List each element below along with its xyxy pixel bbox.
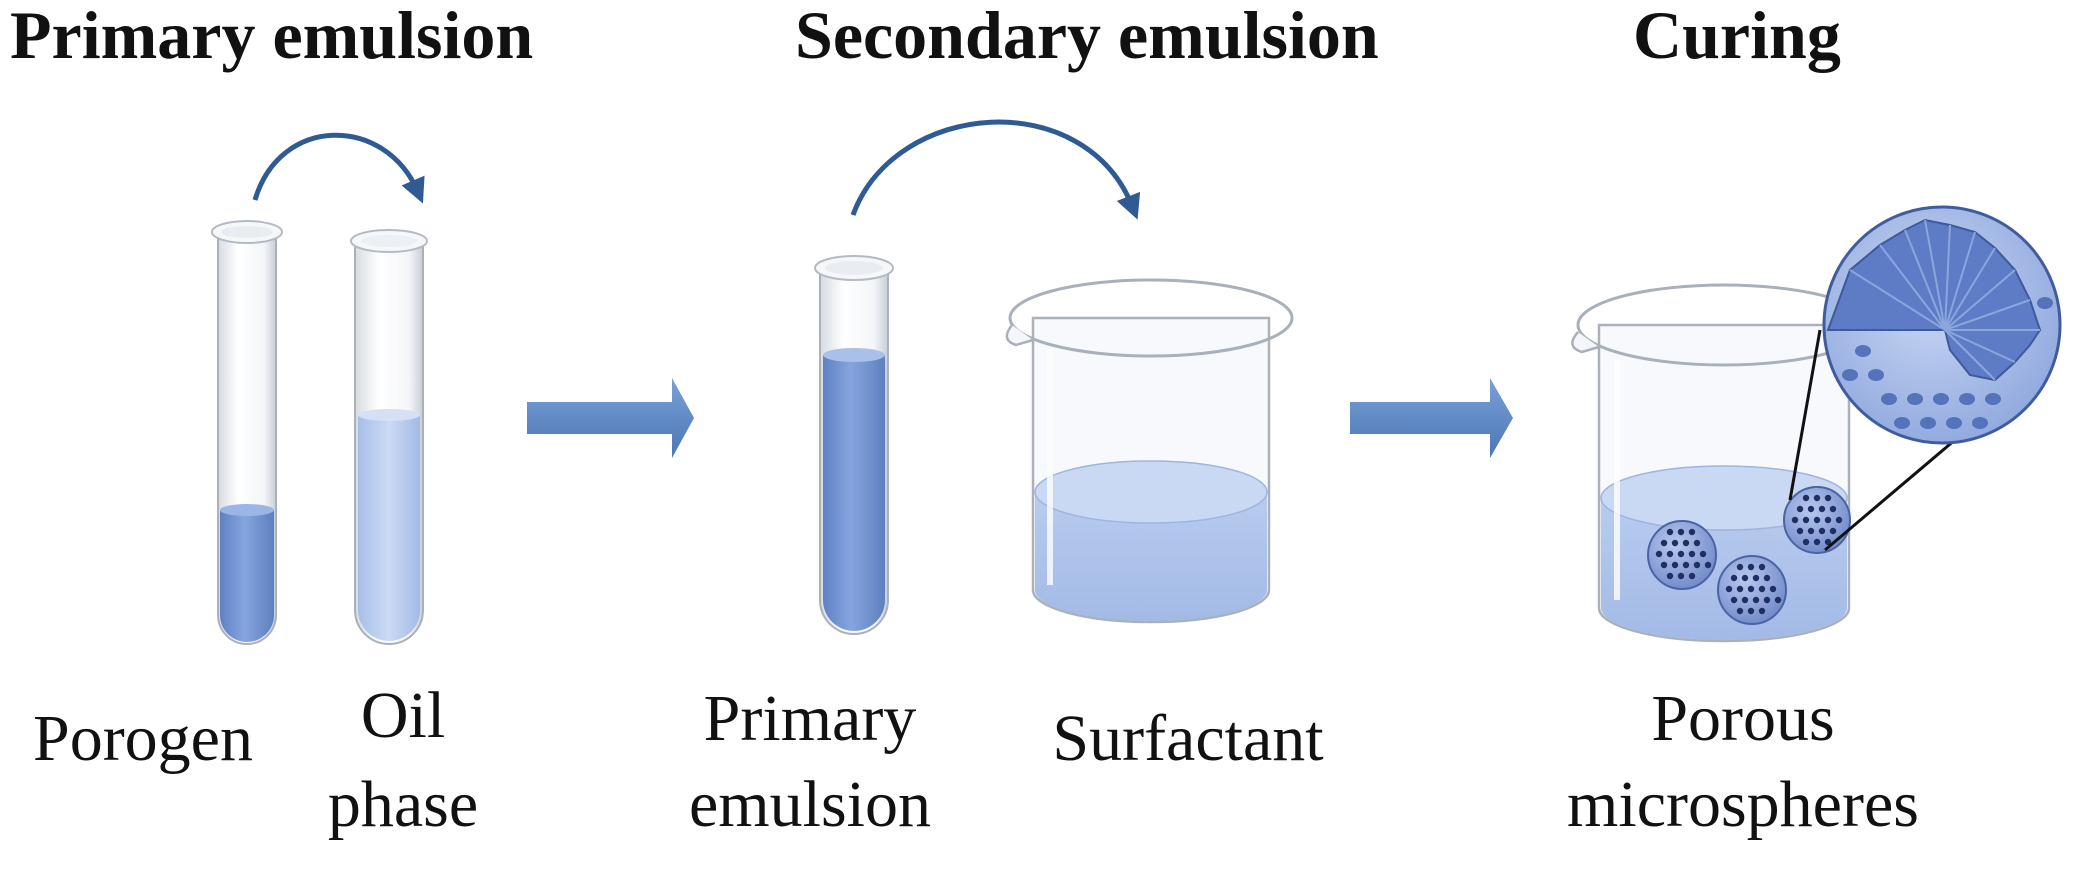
curved-transfer-arrow-2 [850,119,1141,220]
label-porous-line1: Porous [1651,682,1834,755]
label-porous-line2: microspheres [1567,768,1919,841]
primary-emulsion-test-tube [814,255,894,635]
porogen-test-tube [211,220,283,645]
label-primary-emulsion-line1: Primary [704,682,917,755]
label-porogen: Porogen [33,702,253,775]
label-primary-emulsion-line2: emulsion [689,768,931,841]
porous-microsphere-2 [1717,555,1787,625]
label-surfactant: Surfactant [1052,702,1323,775]
stage-title-curing: Curing [1633,0,1841,73]
zoom-line-upper [1788,329,1822,501]
magnified-microsphere [1822,205,2062,445]
porous-microsphere-1 [1647,520,1717,590]
porous-microsphere-3 [1783,486,1851,554]
stage-title-secondary: Secondary emulsion [795,0,1379,73]
label-oil-phase-line2: phase [328,768,478,841]
process-arrow-1 [527,378,694,458]
curved-transfer-arrow-1 [252,132,425,204]
oil-phase-test-tube [350,229,428,645]
process-arrow-2 [1350,378,1513,458]
stage-title-primary: Primary emulsion [10,0,533,73]
surfactant-beaker [1005,278,1294,624]
label-oil-phase-line1: Oil [361,679,445,752]
